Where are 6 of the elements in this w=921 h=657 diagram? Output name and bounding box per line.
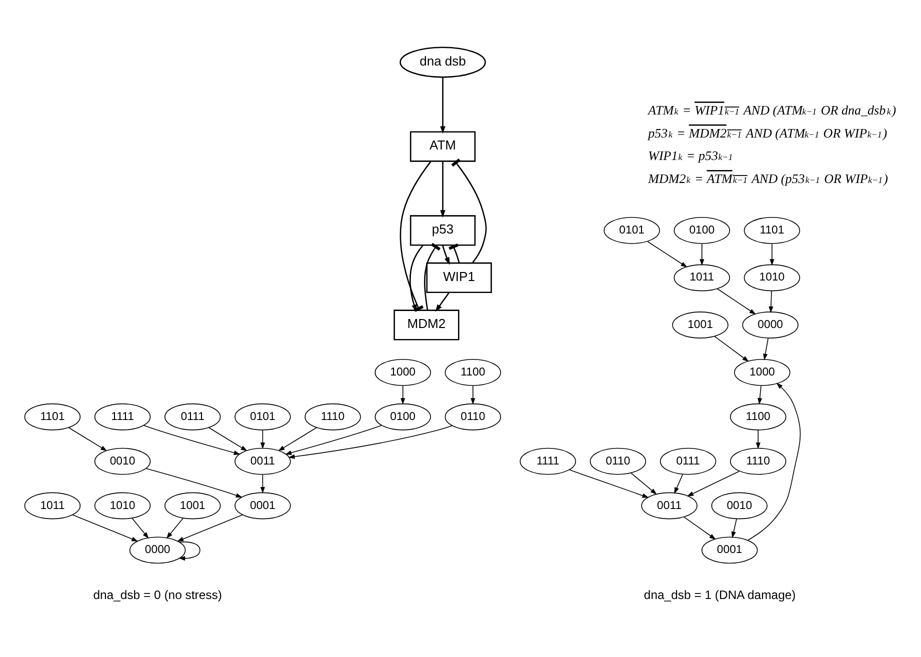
label: p53k = MDM2k−1 AND (ATMk−1 OR WIPk−1)	[648, 124, 888, 140]
label: dna_dsb = 0 (no stress)	[93, 587, 222, 602]
label: ATMk = WIP1k−1 AND (ATMk−1 OR dna_dsbk)	[648, 102, 896, 118]
label: WIP1k = p53k−1	[648, 148, 733, 163]
label: MDM2k = ATMk−1 AND (p53k−1 OR WIPk−1)	[648, 170, 888, 186]
label: dna_dsb = 1 (DNA damage)	[644, 587, 796, 602]
